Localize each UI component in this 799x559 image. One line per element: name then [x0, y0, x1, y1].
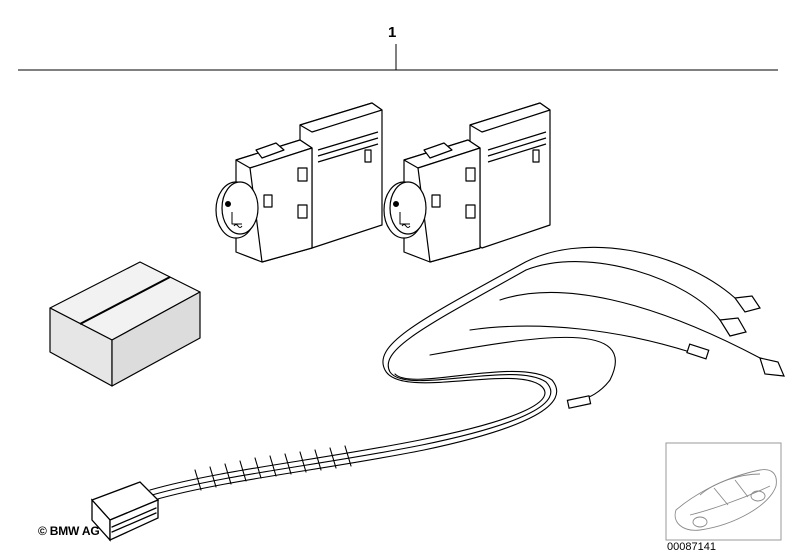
- harness-connector: [90, 481, 160, 542]
- callout-leader: [18, 44, 778, 71]
- document-number: 00087141: [667, 541, 716, 553]
- seat-heating-switch-left: [215, 102, 383, 263]
- copyright-notice: © BMW AG: [38, 524, 100, 538]
- seat-heater-icon: [225, 201, 243, 228]
- seat-heating-switch-right: [383, 102, 551, 263]
- vehicle-thumbnail: [665, 442, 782, 541]
- wiring-harness: [90, 246, 785, 542]
- installation-kit-box: [49, 261, 201, 387]
- car-icon: [674, 469, 777, 531]
- copyright-symbol: ©: [38, 524, 47, 538]
- copyright-brand: BMW AG: [49, 524, 100, 538]
- seat-heater-icon: [393, 201, 411, 228]
- callout-number: 1: [388, 24, 397, 41]
